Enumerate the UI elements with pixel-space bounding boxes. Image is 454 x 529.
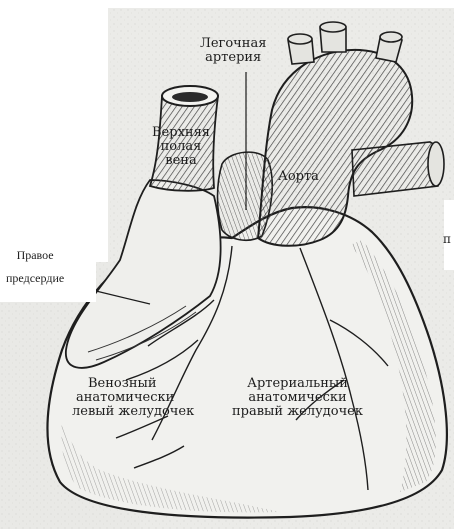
label-venous-left-ventricle: Венозный анатомически левый желудочек — [72, 377, 194, 419]
label-superior-vena-cava: Верхняя полая вена — [152, 126, 210, 168]
label-arterial-right-ventricle: Артериальный анатомически правый желудоч… — [232, 377, 363, 419]
label-right-atrium: Правое предсердие — [6, 244, 64, 290]
label-aorta: Аорта — [278, 170, 319, 184]
label-pulmonary-artery: Легочная артерия — [200, 37, 266, 65]
label-edge-fragment: п — [443, 232, 451, 246]
ventricles-outline — [47, 207, 446, 517]
